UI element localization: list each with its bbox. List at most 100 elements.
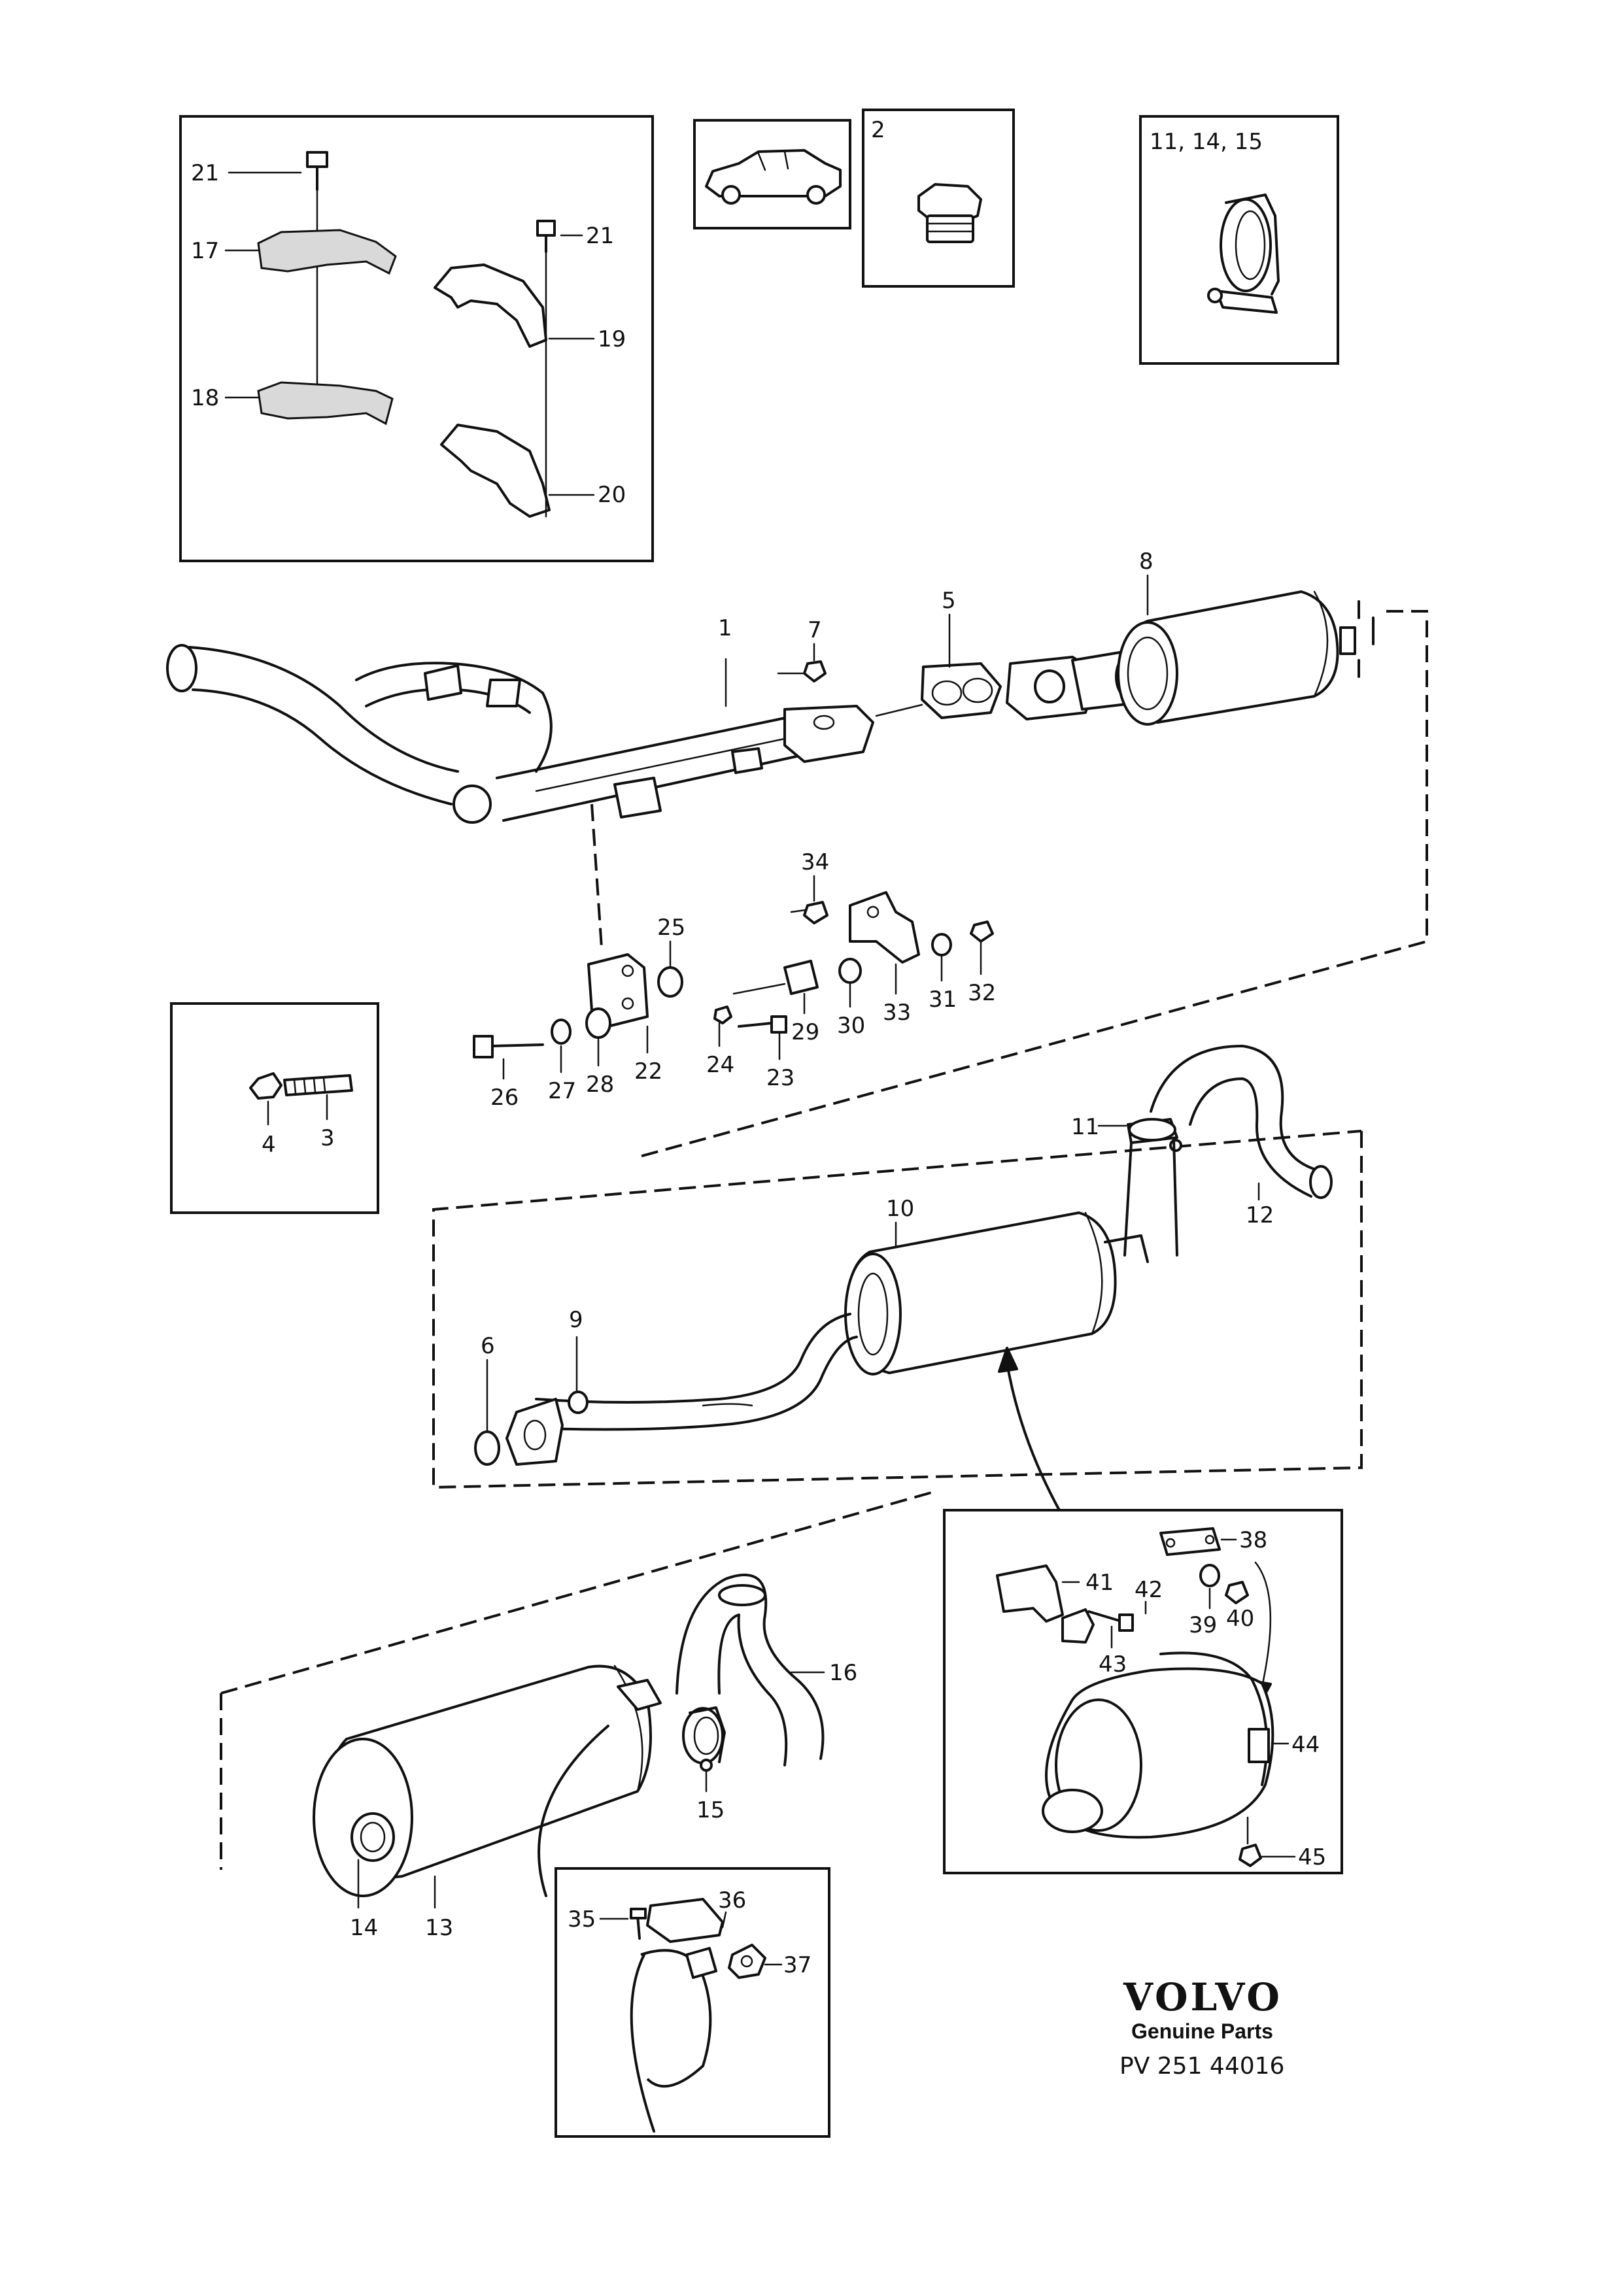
callout-24: 24 <box>706 1052 734 1078</box>
bushing-28 <box>585 1007 611 1039</box>
clamp-11-14-15 <box>1207 194 1280 314</box>
bolt-21-top <box>306 151 328 400</box>
callout-5: 5 <box>942 588 956 614</box>
callout-33: 33 <box>883 1000 911 1026</box>
heat-shield-18 <box>257 381 394 426</box>
callout-28: 28 <box>586 1072 614 1098</box>
front-pipe-1: 1 <box>166 615 874 824</box>
callout-22: 22 <box>634 1058 662 1085</box>
callout-23: 23 <box>766 1065 794 1091</box>
pipe-16 <box>675 1574 825 1760</box>
washer-27 <box>551 1019 572 1045</box>
bracket-38 <box>1159 1527 1221 1556</box>
callout-20: 20 <box>598 482 626 508</box>
nut-7: 7 <box>777 617 827 683</box>
vehicle-reference-inset <box>693 119 851 229</box>
bolt-42 <box>1087 1610 1134 1632</box>
callout-36: 36 <box>718 1887 746 1914</box>
bolt-26 <box>473 1035 544 1058</box>
callout-39: 39 <box>1189 1612 1217 1638</box>
callout-4: 4 <box>262 1132 276 1158</box>
bolt-23 <box>738 1015 787 1034</box>
volvo-branding: VOLVO Genuine Parts PV 251 44016 <box>1119 1975 1284 2080</box>
callout-6: 6 <box>481 1333 495 1359</box>
nut-32 <box>970 920 994 943</box>
callout-27: 27 <box>548 1078 576 1104</box>
callout-21: 21 <box>191 160 219 186</box>
clamp-11 <box>1127 1118 1182 1152</box>
heat-shield-inset: 21 17 18 21 19 20 <box>179 115 654 562</box>
volvo-logo: VOLVO <box>1123 1975 1282 2019</box>
nut-34 <box>803 901 829 924</box>
callout-35: 35 <box>568 1906 596 1933</box>
callout-11: 11 <box>1071 1114 1099 1140</box>
callout-34: 34 <box>801 849 829 875</box>
callout-2: 2 <box>871 117 885 143</box>
screw-35 <box>630 1908 647 1940</box>
insulator-37 <box>728 1944 766 1979</box>
rear-muffler-assembly: 16 15 14 13 <box>313 1574 857 1941</box>
callout-42: 42 <box>1135 1577 1163 1603</box>
bushing-30 <box>838 958 862 984</box>
mounting-detail-arrow <box>1006 1362 1061 1511</box>
plug-inset: 2 <box>862 109 1015 288</box>
callout-38: 38 <box>1239 1527 1267 1553</box>
front-muffler-8: 8 <box>1006 549 1375 726</box>
stud-inset: 4 3 <box>170 1002 379 1214</box>
car-icon <box>705 149 842 205</box>
bolt-21-right <box>536 220 556 518</box>
genuine-parts-label: Genuine Parts <box>1131 2019 1273 2043</box>
callout-37: 37 <box>783 1952 811 1978</box>
callout-17: 17 <box>191 238 219 264</box>
callout-40: 40 <box>1226 1606 1254 1632</box>
callout-29: 29 <box>791 1019 819 1045</box>
callout-18: 18 <box>191 385 219 411</box>
callout-8: 8 <box>1139 549 1153 575</box>
part-reference-number: PV 251 44016 <box>1119 2053 1284 2080</box>
bushing-29 <box>783 960 819 995</box>
callout-26: 26 <box>490 1085 519 1111</box>
callout-41: 41 <box>1085 1570 1114 1596</box>
callout-31: 31 <box>929 987 957 1013</box>
bushing-39 <box>1199 1564 1220 1587</box>
plug-2 <box>917 183 982 243</box>
callout-44: 44 <box>1291 1732 1320 1758</box>
bracket-41 <box>996 1564 1064 1623</box>
hanger-inset: 35 36 37 <box>555 1867 830 2138</box>
washer-24 <box>713 1005 732 1024</box>
gasket-5: 5 <box>875 588 1002 719</box>
bushing-43 <box>1061 1608 1095 1644</box>
hanger-36 <box>646 1898 724 1943</box>
bushing-25 <box>657 966 683 998</box>
heat-shield-20 <box>440 424 551 518</box>
callout-12: 12 <box>1246 1202 1274 1228</box>
rear-mount-inset: 41 38 42 39 40 43 44 45 <box>943 1509 1343 1874</box>
callout-13: 13 <box>425 1915 453 1941</box>
callout-15: 15 <box>696 1797 725 1823</box>
callout-19: 19 <box>598 326 626 352</box>
callout-30: 30 <box>837 1013 865 1039</box>
callout-9: 9 <box>569 1307 583 1333</box>
callout-21-right: 21 <box>586 223 614 249</box>
callout-10: 10 <box>886 1196 914 1222</box>
hanger-bracket-group: 26 27 28 22 25 24 23 29 30 33 31 32 34 <box>473 849 996 1111</box>
heat-shield-19 <box>434 263 547 348</box>
gasket-6 <box>474 1430 500 1466</box>
flange-pipe-end <box>505 1398 564 1466</box>
dashed-connectors <box>220 610 1428 1870</box>
bolt-45 <box>1239 1844 1262 1867</box>
clamp-inset-label: 11, 14, 15 <box>1150 129 1263 155</box>
center-muffler-assembly: 11 12 10 6 9 <box>474 1045 1333 1466</box>
callout-43: 43 <box>1099 1651 1127 1678</box>
callout-3: 3 <box>320 1125 335 1151</box>
heat-shield-17 <box>257 229 397 275</box>
nut-4 <box>249 1072 282 1100</box>
nut-9 <box>568 1391 589 1414</box>
nut-40 <box>1225 1581 1249 1604</box>
callout-7: 7 <box>808 617 822 643</box>
pipe-12 <box>1150 1045 1319 1172</box>
callout-14: 14 <box>350 1915 378 1941</box>
bracket-33 <box>849 891 920 964</box>
callout-25: 25 <box>657 915 685 941</box>
